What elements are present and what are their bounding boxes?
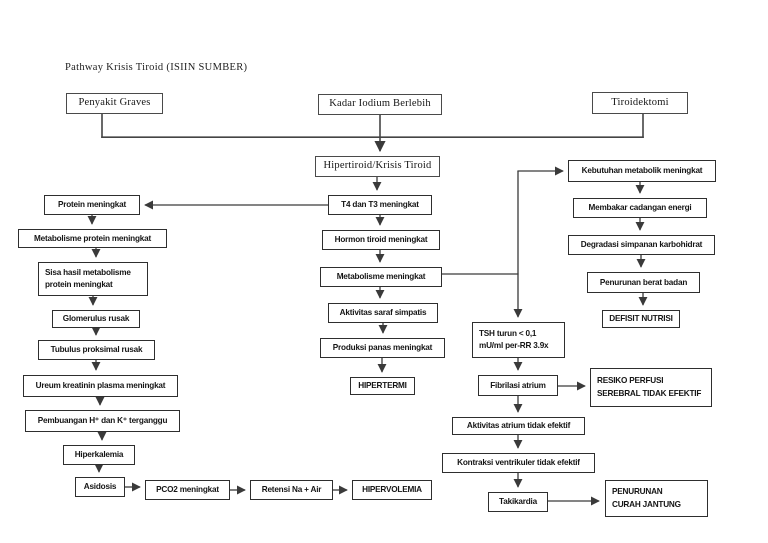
node-tubulus-proksimal: Tubulus proksimal rusak: [38, 340, 155, 360]
node-glomerulus-rusak: Glomerulus rusak: [52, 310, 140, 328]
node-aktivitas-atrium: Aktivitas atrium tidak efektif: [452, 417, 585, 435]
node-ureum-kreatinin: Ureum kreatinin plasma meningkat: [23, 375, 178, 397]
node-tsh-turun: TSH turun < 0,1 mU/ml per-RR 3.9x: [472, 322, 565, 358]
node-hiperkalemia: Hiperkalemia: [63, 445, 135, 465]
node-resiko-perfusi: RESIKO PERFUSI SEREBRAL TIDAK EFEKTIF: [590, 368, 712, 407]
node-membakar-cadangan: Membakar cadangan energi: [573, 198, 707, 218]
node-penurunan-berat-badan: Penurunan berat badan: [587, 272, 700, 293]
node-pco2-meningkat: PCO2 meningkat: [145, 480, 230, 500]
node-fibrilasi-atrium: Fibrilasi atrium: [478, 375, 558, 396]
diagram-title: Pathway Krisis Tiroid (ISIIN SUMBER): [65, 62, 248, 73]
node-aktivitas-saraf: Aktivitas saraf simpatis: [328, 303, 438, 323]
node-hipertiroid-krisis: Hipertiroid/Krisis Tiroid: [315, 156, 440, 177]
node-t4-t3-meningkat: T4 dan T3 meningkat: [328, 195, 432, 215]
node-kebutuhan-metabolik: Kebutuhan metabolik meningkat: [568, 160, 716, 182]
node-penurunan-curah-jantung: PENURUNAN CURAH JANTUNG: [605, 480, 708, 517]
node-metabolisme-meningkat: Metabolisme meningkat: [320, 267, 442, 287]
node-asidosis: Asidosis: [75, 477, 125, 497]
node-pembuangan-h-k: Pembuangan H⁺ dan K⁺ terganggu: [25, 410, 180, 432]
node-produksi-panas: Produksi panas meningkat: [320, 338, 445, 358]
node-protein-meningkat: Protein meningkat: [44, 195, 140, 215]
node-hormon-tiroid: Hormon tiroid meningkat: [322, 230, 440, 250]
node-hipertermi: HIPERTERMI: [350, 377, 415, 395]
node-retensi-na-air: Retensi Na + Air: [250, 480, 333, 500]
node-degradasi-karbohidrat: Degradasi simpanan karbohidrat: [568, 235, 715, 255]
node-penyakit-graves: Penyakit Graves: [66, 93, 163, 114]
node-kontraksi-ventrikuler: Kontraksi ventrikuler tidak efektif: [442, 453, 595, 473]
node-hipervolemia: HIPERVOLEMIA: [352, 480, 432, 500]
node-sisa-hasil-metabolisme: Sisa hasil metabolisme protein meningkat: [38, 262, 148, 296]
node-kadar-iodium: Kadar Iodium Berlebih: [318, 94, 442, 115]
node-tiroidektomi: Tiroidektomi: [592, 92, 688, 114]
node-defisit-nutrisi: DEFISIT NUTRISI: [602, 310, 680, 328]
node-metabolisme-protein: Metabolisme protein meningkat: [18, 229, 167, 248]
node-takikardia: Takikardia: [488, 492, 548, 512]
